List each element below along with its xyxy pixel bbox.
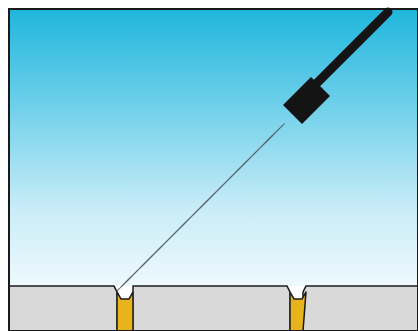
concrete-slab-left — [8, 285, 118, 331]
spray-droplet-102 — [195, 204, 204, 213]
sky-background — [9, 9, 418, 286]
spray-droplet-118 — [236, 161, 247, 172]
spray-droplet-116 — [125, 272, 136, 283]
spray-droplet-122 — [141, 254, 154, 267]
water-spray — [116, 123, 285, 292]
spray-droplet-113 — [202, 195, 213, 206]
concrete-slab-middle — [132, 285, 291, 331]
spray-droplet-119 — [212, 186, 222, 196]
wand-nozzle — [283, 77, 330, 124]
pressure-washer-wand — [283, 7, 393, 124]
spray-droplet-120 — [187, 212, 196, 221]
joint-filler-left — [116, 291, 134, 331]
concrete-slabs — [8, 285, 418, 331]
spray-droplet-121 — [169, 231, 177, 239]
expansion-joints — [116, 291, 307, 331]
joint-filler-right — [289, 291, 307, 331]
wand-shaft — [306, 7, 393, 94]
concrete-slab-right — [302, 285, 418, 331]
spray-droplet-114 — [179, 218, 190, 229]
diagram-frame — [8, 8, 418, 331]
spray-droplet-115 — [157, 239, 169, 251]
spray-droplet-117 — [266, 132, 276, 142]
